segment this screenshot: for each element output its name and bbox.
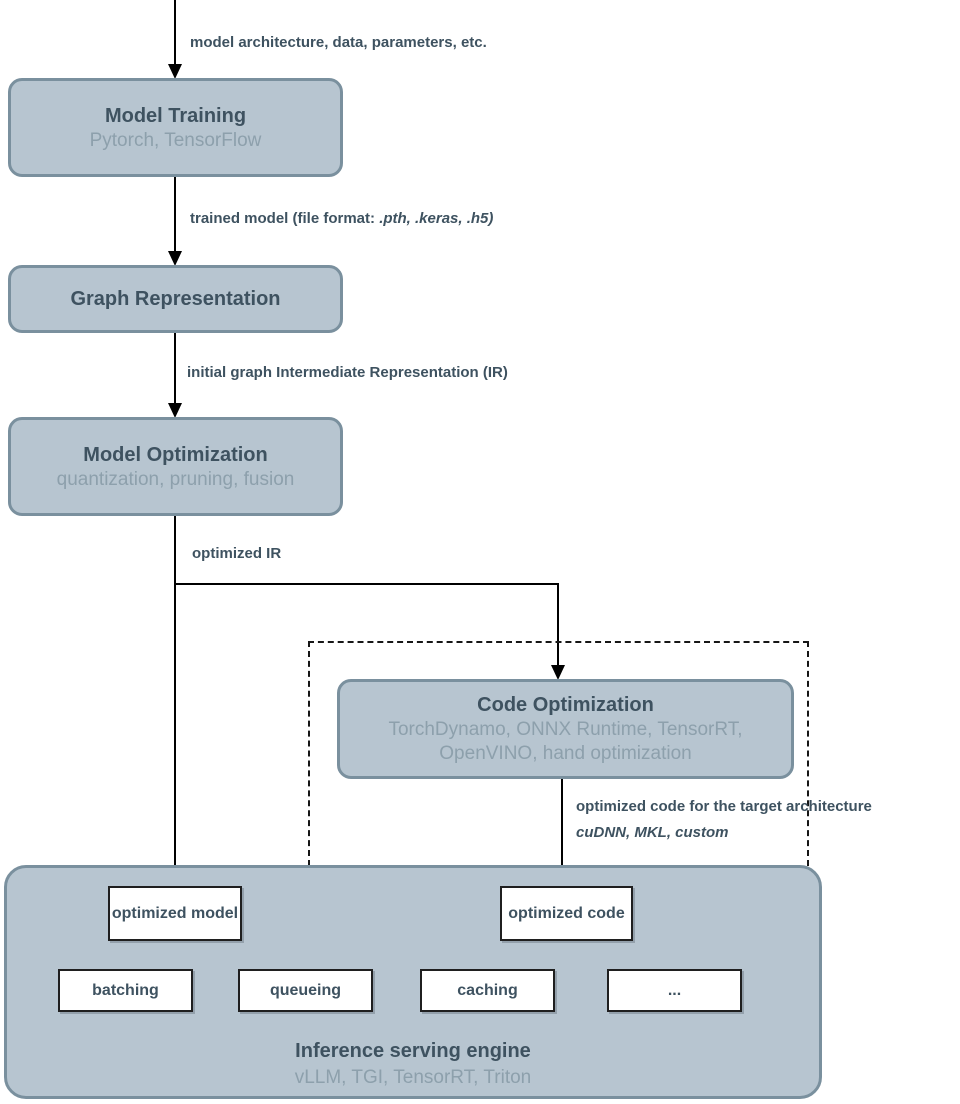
edge-trained-model-line bbox=[174, 177, 176, 251]
node-graph-representation: Graph Representation bbox=[8, 265, 343, 333]
inner-box-more: ... bbox=[607, 969, 742, 1012]
edge-initial-ir-line bbox=[174, 333, 176, 403]
inner-box-optimized-code: optimized code bbox=[500, 886, 633, 941]
edge-label-trained-model-formats: .pth, .keras, .h5) bbox=[379, 210, 494, 227]
node-code-optimization-title: Code Optimization bbox=[477, 694, 654, 717]
edge-label-optimized-code-line1: optimized code for the target architectu… bbox=[576, 798, 872, 815]
inference-engine-caption: Inference serving engine vLLM, TGI, Tens… bbox=[7, 1040, 819, 1089]
edge-branch-hline bbox=[174, 583, 559, 585]
node-model-training: Model Training Pytorch, TensorFlow bbox=[8, 78, 343, 177]
node-model-optimization: Model Optimization quantization, pruning… bbox=[8, 417, 343, 516]
node-graph-representation-title: Graph Representation bbox=[70, 288, 281, 310]
inference-engine-title: Inference serving engine bbox=[295, 1040, 531, 1062]
edge-optimized-code-line bbox=[561, 779, 563, 874]
node-model-optimization-title: Model Optimization bbox=[83, 443, 268, 466]
edge-trained-model-arrowhead-icon bbox=[168, 251, 182, 266]
edge-label-trained-model-prefix: trained model (file format: bbox=[190, 210, 380, 227]
edge-optimized-ir-line bbox=[174, 516, 176, 874]
node-model-training-title: Model Training bbox=[104, 104, 247, 127]
edge-branch-arrowhead-icon bbox=[551, 665, 565, 680]
edge-label-initial-ir: initial graph Intermediate Representatio… bbox=[187, 364, 508, 381]
edge-label-optimized-code-line2: cuDNN, MKL, custom bbox=[576, 824, 729, 842]
edge-input-arrowhead-icon bbox=[168, 64, 182, 79]
edge-label-optimized-ir: optimized IR bbox=[192, 545, 282, 562]
inner-box-queueing: queueing bbox=[238, 969, 373, 1012]
node-model-training-subtitle: Pytorch, TensorFlow bbox=[89, 129, 262, 151]
edge-label-optimized-code: optimized code for the target architectu… bbox=[576, 794, 872, 847]
edge-label-trained-model: trained model (file format: .pth, .keras… bbox=[190, 206, 493, 232]
inference-engine-subtitle: vLLM, TGI, TensorRT, Triton bbox=[294, 1067, 532, 1088]
edge-input-line bbox=[174, 0, 176, 66]
edge-branch-vline bbox=[557, 583, 559, 667]
node-code-optimization-subtitle: TorchDynamo, ONNX Runtime, TensorRT, Ope… bbox=[388, 719, 743, 764]
node-model-optimization-subtitle: quantization, pruning, fusion bbox=[56, 468, 295, 490]
code-path-dashed-group bbox=[308, 641, 809, 866]
node-code-optimization: Code Optimization TorchDynamo, ONNX Runt… bbox=[337, 679, 794, 779]
inner-box-batching: batching bbox=[58, 969, 193, 1012]
inner-box-caching: caching bbox=[420, 969, 555, 1012]
edge-label-input: model architecture, data, parameters, et… bbox=[190, 34, 487, 51]
edge-initial-ir-arrowhead-icon bbox=[168, 403, 182, 418]
inner-box-optimized-model: optimized model bbox=[108, 886, 242, 941]
